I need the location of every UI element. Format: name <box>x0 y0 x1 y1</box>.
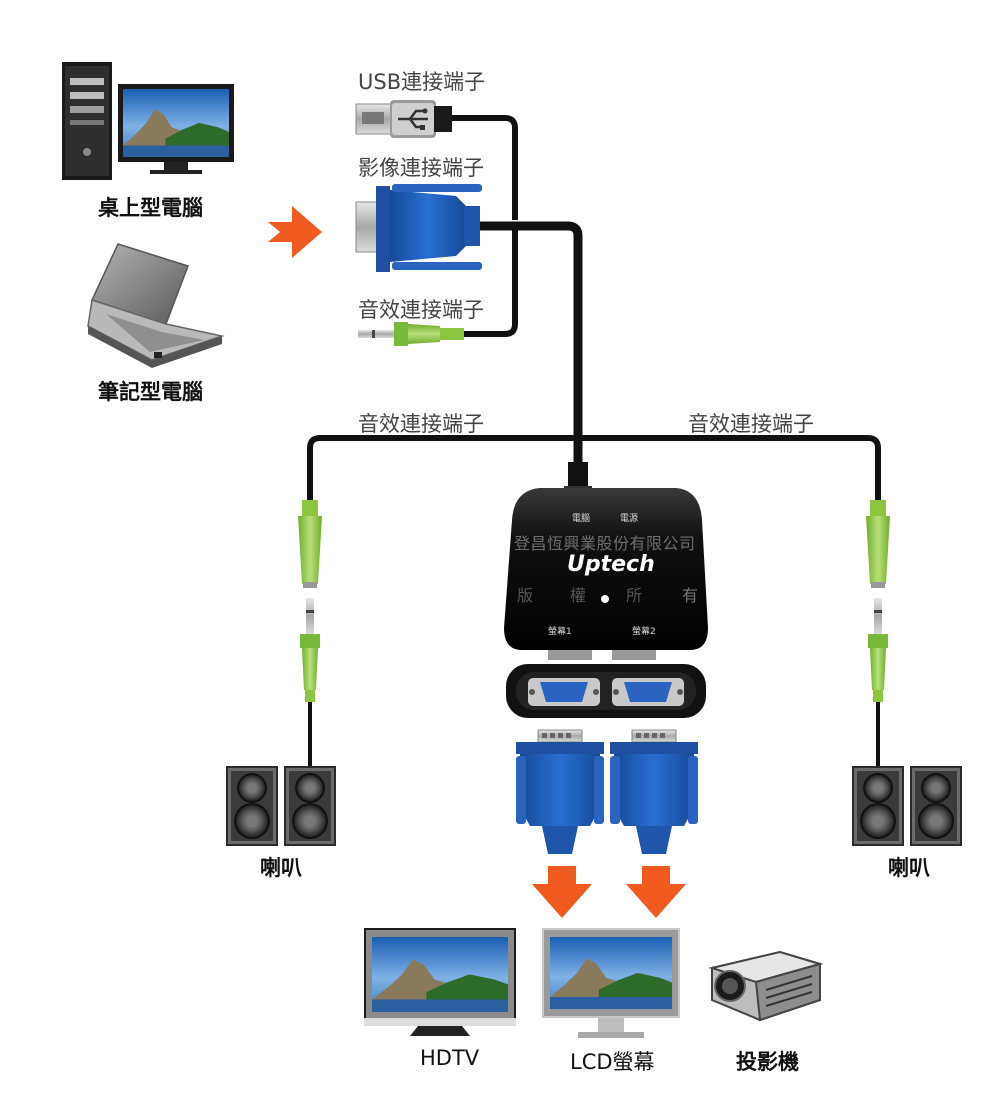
right-arrow-icon <box>268 206 322 258</box>
down-arrow-icon <box>626 866 686 918</box>
audio-plug-left-bottom <box>300 598 320 702</box>
device-watermark-rights-4: 有 <box>682 586 699 605</box>
video-connector-label: 影像連接端子 <box>358 156 484 180</box>
device-watermark-rights-1: 版 <box>517 586 534 605</box>
audio-in-connector-label: 音效連接端子 <box>358 298 484 322</box>
projector-label: 投影機 <box>736 1050 799 1074</box>
usb-connector-icon <box>355 100 452 138</box>
desktop-label: 桌上型電腦 <box>98 196 203 220</box>
speaker-left-label: 喇叭 <box>260 856 302 880</box>
audio-out-left-label: 音效連接端子 <box>358 412 484 436</box>
speaker-left-icon <box>225 765 337 847</box>
lcd-label: LCD螢幕 <box>570 1050 655 1074</box>
audio-plug-right-top <box>866 500 890 588</box>
hdtv-label: HDTV <box>420 1046 480 1070</box>
device-port2-label: 螢幕2 <box>632 627 656 637</box>
desktop-computer-icon <box>62 62 234 180</box>
lcd-monitor-icon <box>542 928 680 1038</box>
laptop-computer-icon <box>87 243 225 368</box>
vga-port-1 <box>528 678 600 706</box>
audio-in-cable <box>462 226 518 337</box>
device-watermark-company: 登昌恆興業股份有限公司 <box>514 534 696 553</box>
audio-plug-left-top <box>298 500 322 588</box>
vga-port-2 <box>612 678 684 706</box>
speaker-right-label: 喇叭 <box>888 856 930 880</box>
kvm-switch-device <box>504 462 708 718</box>
usb-connector-label: USB連接端子 <box>358 70 486 94</box>
vga-plug-output-2 <box>609 729 699 855</box>
laptop-label: 筆記型電腦 <box>98 380 203 404</box>
device-watermark-rights-2: 權 <box>570 586 587 605</box>
device-led-pc-label: 電腦 <box>572 514 591 524</box>
audio-out-right-label: 音效連接端子 <box>688 412 814 436</box>
audio-plug-right-bottom <box>868 598 888 702</box>
device-brand-logo: Uptech <box>567 552 655 577</box>
speaker-right-icon <box>851 765 963 847</box>
down-arrow-icon <box>532 866 592 918</box>
usb-cable <box>452 115 518 220</box>
vga-connector-icon <box>355 184 482 272</box>
projector-icon <box>708 950 824 1022</box>
hdtv-icon <box>364 928 516 1036</box>
main-cable <box>478 221 583 470</box>
device-port1-label: 螢幕1 <box>548 627 572 637</box>
device-led-power-label: 電源 <box>620 514 639 524</box>
vga-plug-output-1 <box>515 729 605 855</box>
audio-jack-icon <box>358 322 464 346</box>
audio-out-cable <box>307 435 881 505</box>
device-watermark-rights-3: 所 <box>626 586 643 605</box>
